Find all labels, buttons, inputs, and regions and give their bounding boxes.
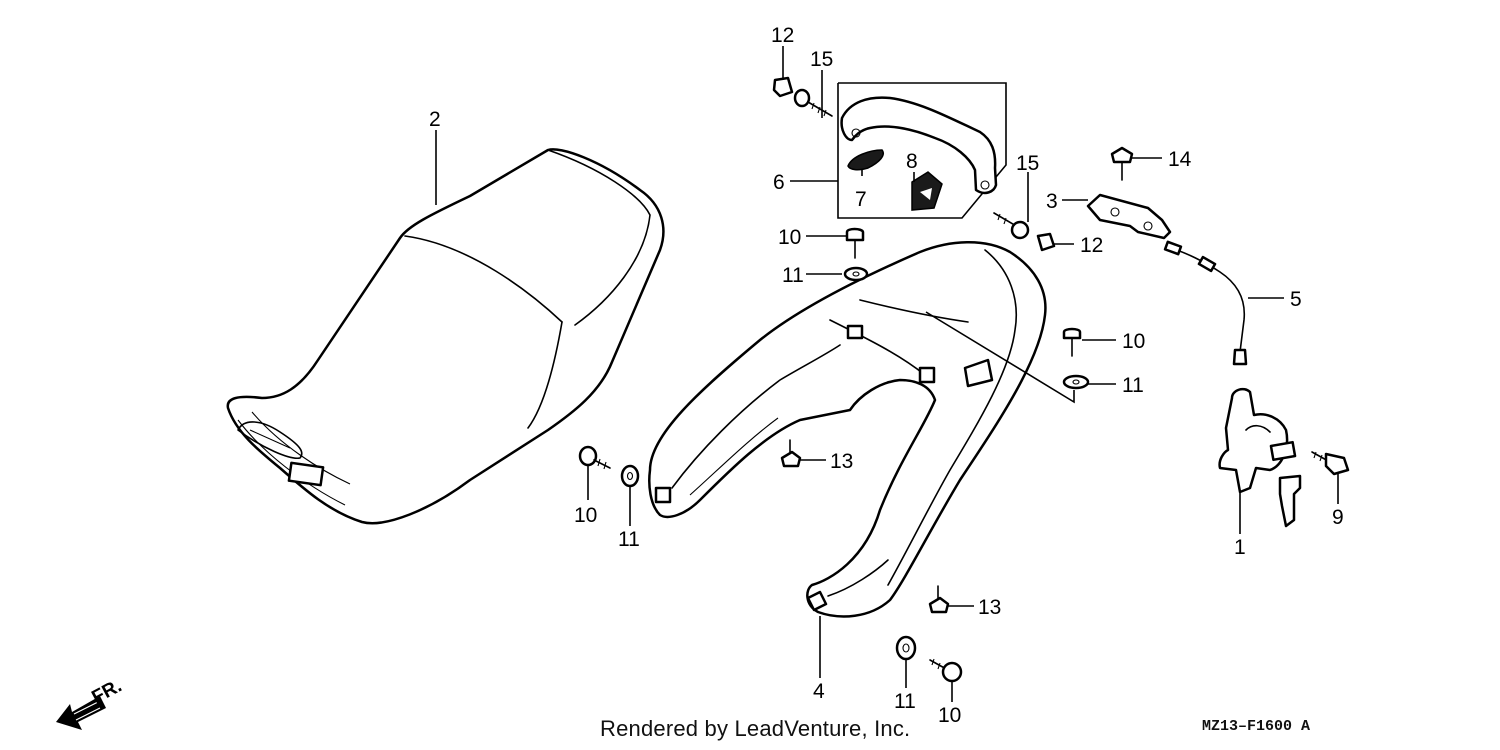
screw-10-bottom [929,658,963,683]
callout-10-right: 10 [1122,330,1145,353]
washer-11-bottom [895,635,917,661]
callout-labels: 12 15 2 6 7 8 15 14 3 10 11 12 5 10 11 1… [429,24,1344,727]
callout-1: 1 [1234,536,1246,559]
rear-cowl-part [648,241,1047,618]
screw-10-left [578,445,611,470]
bolt-14 [1110,146,1134,181]
callout-15-right: 15 [1016,152,1039,175]
lock-bracket-part [1086,193,1172,240]
front-direction-arrow-icon: FR. [56,676,125,730]
bolt-9 [1311,451,1350,476]
bolt-15-right [993,212,1030,240]
washer-11-left [620,464,640,488]
callout-10-bottom: 10 [938,704,961,727]
callout-15-top: 15 [810,48,833,71]
callout-12-right: 12 [1080,234,1103,257]
callout-9: 9 [1332,506,1344,529]
seat-lock-part [1218,387,1302,528]
callout-10-upper: 10 [778,226,801,249]
emblem-part [847,149,884,171]
callout-13-upper: 13 [830,450,853,473]
callout-12-top: 12 [771,24,794,47]
leader-cowl-mount [925,311,1075,404]
washer-11-upper [843,266,869,282]
nut-12-top [772,76,794,98]
callout-11-left: 11 [618,528,640,551]
render-credit: Rendered by LeadVenture, Inc. [600,716,911,741]
label-part [911,171,943,211]
callout-2: 2 [429,108,441,131]
callout-5: 5 [1290,288,1302,311]
callout-13-lower: 13 [978,596,1001,619]
washer-11-right [1062,374,1090,390]
callout-4: 4 [813,680,825,703]
callout-11-bottom: 11 [894,690,916,713]
seat-lock-cable-part [1163,240,1248,366]
callout-6: 6 [773,171,785,194]
screw-10-upper [845,227,865,259]
callout-10-left: 10 [574,504,597,527]
seat-part [226,148,665,525]
callout-11-right: 11 [1122,374,1144,397]
callout-7: 7 [855,188,867,211]
callout-14: 14 [1168,148,1192,171]
grab-rail-part [837,82,1007,219]
callout-3: 3 [1046,190,1058,213]
callout-11-upper: 11 [782,264,804,287]
screw-13-lower [928,585,950,614]
diagram-code: MZ13–F1600 A [1202,718,1311,735]
nut-12-right [1036,232,1056,252]
callout-8: 8 [906,150,918,173]
bolt-15-top [793,88,833,117]
screw-13-upper [780,439,802,468]
screw-10-right [1062,327,1082,357]
leader-lines [435,46,1339,702]
